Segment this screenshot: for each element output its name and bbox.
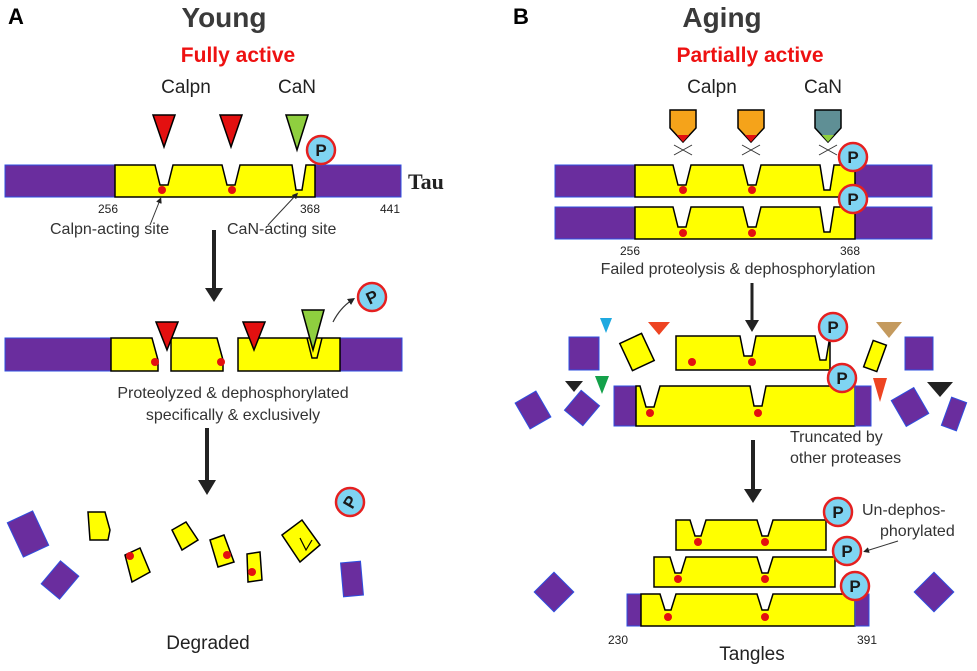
panel-young: A Young Fully active Calpn CaN P Tau 256… [4, 2, 444, 654]
undephos-line1: Un-dephos- [862, 502, 946, 519]
aging-calpain-label: Calpn [687, 77, 737, 98]
young-step2-line1: Proteolyzed & dephosphorylated [117, 385, 348, 402]
young-num-256: 256 [98, 202, 118, 216]
phospho-badge-tangle-1: P [822, 496, 854, 528]
svg-text:P: P [836, 369, 847, 388]
undephos-line2: phorylated [880, 523, 955, 540]
aging-num-391: 391 [857, 633, 877, 647]
young-step2-line2: specifically & exclusively [146, 407, 320, 424]
calpn-site-dot-1 [158, 186, 166, 194]
aging-result: Tangles [719, 644, 785, 665]
calpn-site-dot-2 [228, 186, 236, 194]
phospho-badge-aging-1: P [837, 141, 869, 173]
aging-num-368: 368 [840, 244, 860, 258]
svg-text:P: P [827, 318, 838, 337]
can-enzyme-bound [301, 309, 325, 353]
aging-calpain-2 [737, 109, 765, 144]
calpn-site-label: Calpn-acting site [50, 221, 169, 238]
tau-n-terminal [4, 164, 116, 198]
calpain-enzyme-2 [218, 114, 244, 150]
can-enzyme [284, 114, 310, 153]
phospho-badge-released: P [356, 281, 388, 313]
aging-can [814, 109, 842, 144]
panel-aging: B Aging Partially active Calpn CaN [513, 2, 968, 665]
degraded-fragments: P [6, 486, 366, 600]
calpain-enzyme-1 [151, 114, 177, 150]
tau-label: Tau [408, 169, 444, 194]
phospho-badge-aging-4: P [826, 362, 858, 394]
phospho-badge-tangle-2: P [831, 535, 863, 567]
svg-text:P: P [849, 577, 860, 596]
calpn-site-pointer [149, 197, 162, 226]
phospho-badge-free: P [334, 486, 366, 518]
block-marks [673, 144, 838, 156]
truncation-zone [514, 318, 968, 432]
calpain-enzyme-bound-1 [154, 321, 180, 353]
calpain-enzyme-bound-2 [241, 321, 267, 353]
truncated-line2: other proteases [790, 450, 901, 467]
truncated-line1: Truncated by [790, 429, 883, 446]
aging-num-230: 230 [608, 633, 628, 647]
svg-text:P: P [841, 542, 852, 561]
can-site-pointer [267, 192, 299, 226]
tau-c-terminal [314, 164, 402, 198]
aging-calpain-1 [669, 109, 697, 144]
young-num-368: 368 [300, 202, 320, 216]
tau-repeat-domain [114, 164, 316, 198]
aging-num-256: 256 [620, 244, 640, 258]
young-num-441: 441 [380, 202, 400, 216]
phospho-badge: P [305, 134, 337, 166]
young-can-label: CaN [278, 77, 316, 98]
tangle-stack [533, 519, 955, 627]
panel-a-letter: A [8, 4, 24, 29]
tau-full-length [4, 164, 402, 198]
aging-tau-1 [554, 164, 933, 198]
undephos-pointer [863, 540, 899, 553]
aging-tau-2 [554, 206, 933, 240]
svg-text:P: P [315, 141, 326, 160]
young-activity-label: Fully active [181, 44, 295, 67]
young-result: Degraded [166, 633, 249, 654]
phospho-badge-tangle-3: P [839, 570, 871, 602]
panel-b-letter: B [513, 4, 529, 29]
svg-text:P: P [847, 190, 858, 209]
aging-title: Aging [682, 2, 761, 33]
young-title: Young [181, 2, 266, 33]
phospho-release-arrow [332, 298, 355, 323]
tau-cleaved [4, 309, 403, 372]
can-site-label: CaN-acting site [227, 221, 336, 238]
phospho-badge-aging-3: P [817, 311, 849, 343]
aging-can-label: CaN [804, 77, 842, 98]
svg-text:P: P [847, 148, 858, 167]
aging-failed-label: Failed proteolysis & dephosphorylation [601, 261, 876, 278]
young-calpain-label: Calpn [161, 77, 211, 98]
phospho-badge-aging-2: P [837, 183, 869, 215]
svg-text:P: P [832, 503, 843, 522]
aging-activity-label: Partially active [676, 44, 823, 67]
